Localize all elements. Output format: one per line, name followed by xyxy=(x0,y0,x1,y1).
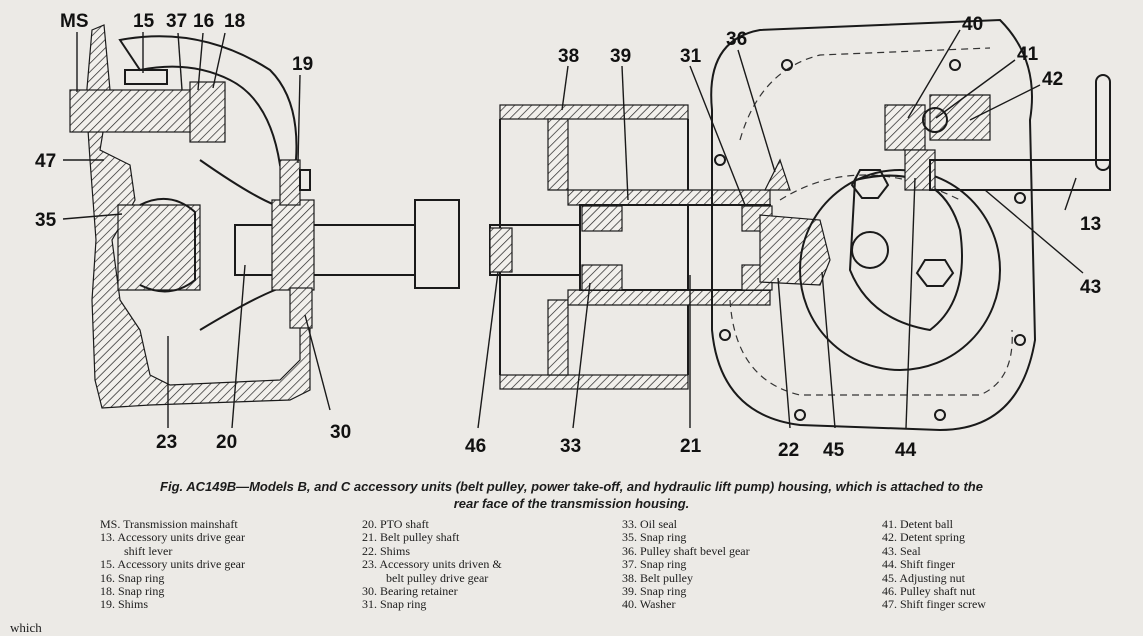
legend-item: 18. Snap ring xyxy=(100,584,165,599)
legend-item: 47. Shift finger screw xyxy=(882,597,986,612)
legend-item: belt pulley drive gear xyxy=(386,570,489,585)
legend-column-3: 33. Oil seal 35. Snap ring 36. Pulley sh… xyxy=(622,517,750,612)
callout-37: 37 xyxy=(166,11,187,32)
legend-column-2: 20. PTO shaft 21. Belt pulley shaft 22. … xyxy=(362,517,502,612)
legend-item: 16. Snap ring xyxy=(100,570,165,585)
legend-item: 41. Detent ball xyxy=(882,517,953,531)
callout-44: 44 xyxy=(895,440,917,461)
legend-item: 35. Snap ring xyxy=(622,530,687,545)
callout-47: 47 xyxy=(35,151,56,172)
legend-item: 22. Shims xyxy=(362,543,411,558)
left-housing-section xyxy=(69,24,460,409)
legend-item: 45. Adjusting nut xyxy=(882,570,966,585)
callout-39: 39 xyxy=(610,46,631,67)
legend-item: 30. Bearing retainer xyxy=(362,584,458,599)
callout-13: 13 xyxy=(1080,214,1101,235)
exploded-diagram: MS 15 37 16 18 19 47 35 23 20 30 38 39 3… xyxy=(35,11,1111,461)
callout-38: 38 xyxy=(558,46,579,67)
legend-item: 21. Belt pulley shaft xyxy=(362,530,460,545)
legend-item: 39. Snap ring xyxy=(622,584,687,599)
caption-line-2: rear face of the transmission housing. xyxy=(453,496,690,511)
legend-item: 15. Accessory units drive gear xyxy=(100,557,245,572)
legend-item: 42. Detent spring xyxy=(882,530,965,545)
callout-41: 41 xyxy=(1017,44,1039,65)
legend-item: 13. Accessory units drive gear xyxy=(100,530,245,545)
callout-19: 19 xyxy=(292,54,313,75)
legend-item: 19. Shims xyxy=(100,597,149,612)
callout-36: 36 xyxy=(726,29,747,50)
legend-column-1: MS. Transmission mainshaft 13. Accessory… xyxy=(100,517,245,612)
legend-item: 37. Snap ring xyxy=(622,557,687,572)
pump-housing-section xyxy=(710,18,1111,432)
callout-46: 46 xyxy=(465,436,486,457)
legend-item: shift lever xyxy=(124,543,173,558)
body-text-fragment: which xyxy=(10,620,42,635)
legend-item: 38. Belt pulley xyxy=(622,570,693,585)
callout-31: 31 xyxy=(680,46,702,67)
callout-45: 45 xyxy=(823,440,845,461)
callout-21: 21 xyxy=(680,436,702,457)
legend-item: 33. Oil seal xyxy=(622,517,677,531)
callout-15: 15 xyxy=(133,11,155,32)
callout-22: 22 xyxy=(778,440,799,461)
callout-33: 33 xyxy=(560,436,581,457)
callout-35: 35 xyxy=(35,210,57,231)
figure-caption: Fig. AC149B—Models B, and C accessory un… xyxy=(0,478,1143,512)
legend-item: 23. Accessory units driven & xyxy=(362,557,502,572)
caption-line-1: Fig. AC149B—Models B, and C accessory un… xyxy=(160,479,983,494)
legend-item: 36. Pulley shaft bevel gear xyxy=(622,543,750,558)
legend-item: 20. PTO shaft xyxy=(362,517,429,531)
callout-23: 23 xyxy=(156,432,177,453)
legend-column-4: 41. Detent ball 42. Detent spring 43. Se… xyxy=(882,517,986,612)
callout-16: 16 xyxy=(193,11,214,32)
legend-item: 31. Snap ring xyxy=(362,597,427,612)
callout-18: 18 xyxy=(224,11,245,32)
legend-item: 46. Pulley shaft nut xyxy=(882,584,976,599)
legend-item: 40. Washer xyxy=(622,597,676,612)
callout-42: 42 xyxy=(1042,69,1063,90)
legend-item: 43. Seal xyxy=(882,543,921,558)
legend-item: MS. Transmission mainshaft xyxy=(100,517,238,531)
callouts: MS 15 37 16 18 19 47 35 23 20 30 38 39 3… xyxy=(35,11,1101,461)
callout-43: 43 xyxy=(1080,277,1101,298)
callout-30: 30 xyxy=(330,422,351,443)
callout-40: 40 xyxy=(962,14,983,35)
legend-item: 44. Shift finger xyxy=(882,557,955,572)
callout-20: 20 xyxy=(216,432,237,453)
belt-pulley-section xyxy=(489,104,831,390)
leader-lines xyxy=(62,29,1084,429)
callout-ms: MS xyxy=(60,11,89,32)
